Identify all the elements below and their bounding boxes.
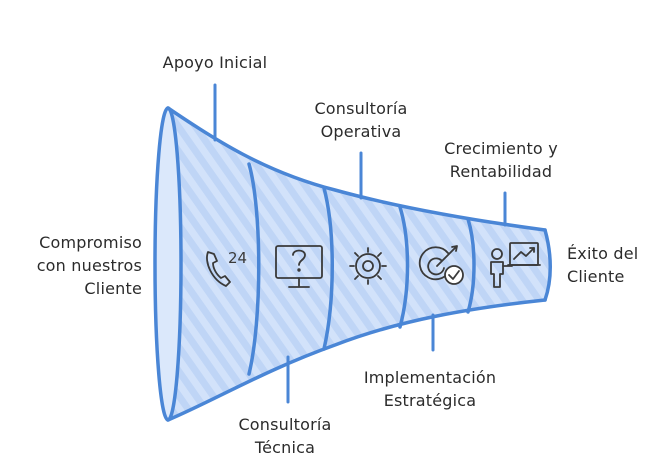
phone-24h-icon: 24 [206, 249, 247, 287]
stage-label-line: Implementación [363, 368, 497, 387]
stage-label-line: Rentabilidad [449, 162, 553, 181]
gear-icon [349, 247, 387, 285]
start-label: Compromiso con nuestros Cliente [2, 231, 142, 300]
funnel-body [168, 108, 551, 420]
stage-label-apoyo-inicial: Apoyo Inicial [140, 51, 290, 74]
start-label-line: Compromiso [39, 233, 142, 252]
stage-label-line: Operativa [320, 122, 402, 141]
stage-label-line: Apoyo Inicial [162, 53, 268, 72]
monitor-question-icon [275, 245, 323, 288]
end-label-line: Éxito del [567, 244, 639, 263]
segment-divider-1 [247, 162, 261, 376]
stage-label-line: Estratégica [383, 391, 477, 410]
funnel-bottom-edge [166, 298, 547, 422]
segment-divider-4 [466, 217, 476, 314]
segment-divider-2 [322, 186, 334, 351]
stage-label-implementacion: Implementación Estratégica [340, 366, 520, 412]
presentation-growth-icon [490, 242, 541, 288]
stage-label-consultoria-operativa: Consultoría Operativa [286, 97, 436, 143]
start-label-line: Cliente [84, 279, 142, 298]
stage-label-consultoria-tecnica: Consultoría Técnica [210, 413, 360, 459]
stage-label-line: Consultoría [314, 99, 408, 118]
funnel-end-cap [543, 228, 552, 302]
stage-label-line: Consultoría [238, 415, 332, 434]
end-label: Éxito del Cliente [567, 242, 667, 288]
end-label-line: Cliente [567, 267, 625, 286]
start-label-line: con nuestros [36, 256, 142, 275]
segment-divider-3 [398, 205, 410, 329]
funnel-mouth [153, 106, 183, 422]
svg-text:24: 24 [228, 249, 247, 267]
stage-label-line: Técnica [254, 438, 316, 457]
stage-label-line: Crecimiento y [444, 139, 558, 158]
target-check-icon [418, 245, 464, 285]
stage-label-crecimiento: Crecimiento y Rentabilidad [425, 137, 577, 183]
